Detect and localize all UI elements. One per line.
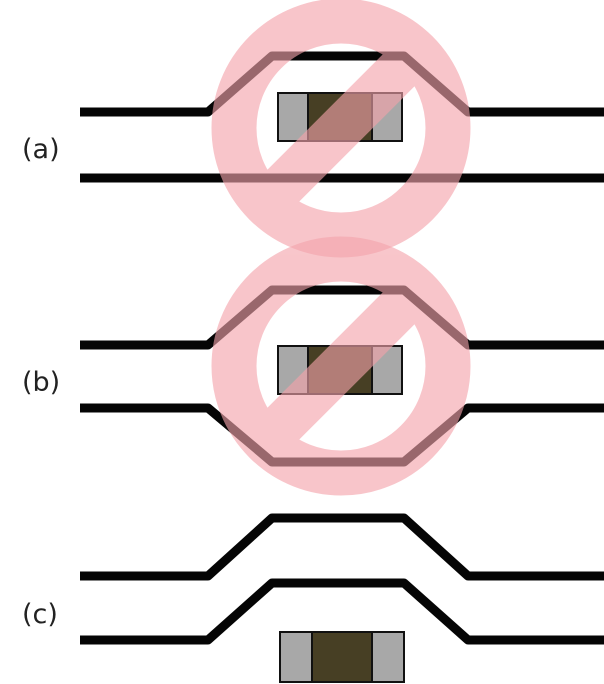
prohibited-sign-icon [211,0,471,258]
prohibition-b-slash [250,275,432,457]
trace-c-lower-detoured [80,578,604,645]
component-c-pad-right [371,631,405,683]
prohibition-a-slash [250,37,432,219]
panel-b: (b) [22,236,604,496]
panel-a-label: (a) [22,134,60,165]
trace-a-upper-detoured [80,51,604,117]
prohibition-b-ring [211,236,471,496]
panel-a: (a) [22,0,604,258]
panel-b-label: (b) [22,367,60,398]
prohibition-a-ring [211,0,471,258]
prohibited-sign-icon [211,236,471,496]
trace-c-upper-detoured [80,513,604,581]
component-c-pad-left [279,631,313,683]
panel-c-label: (c) [22,599,58,630]
component-a-pad-left [277,92,309,142]
panel-c: (c) [22,513,604,683]
smd-component-icon [279,631,405,683]
trace-b-upper-detoured [80,285,604,350]
